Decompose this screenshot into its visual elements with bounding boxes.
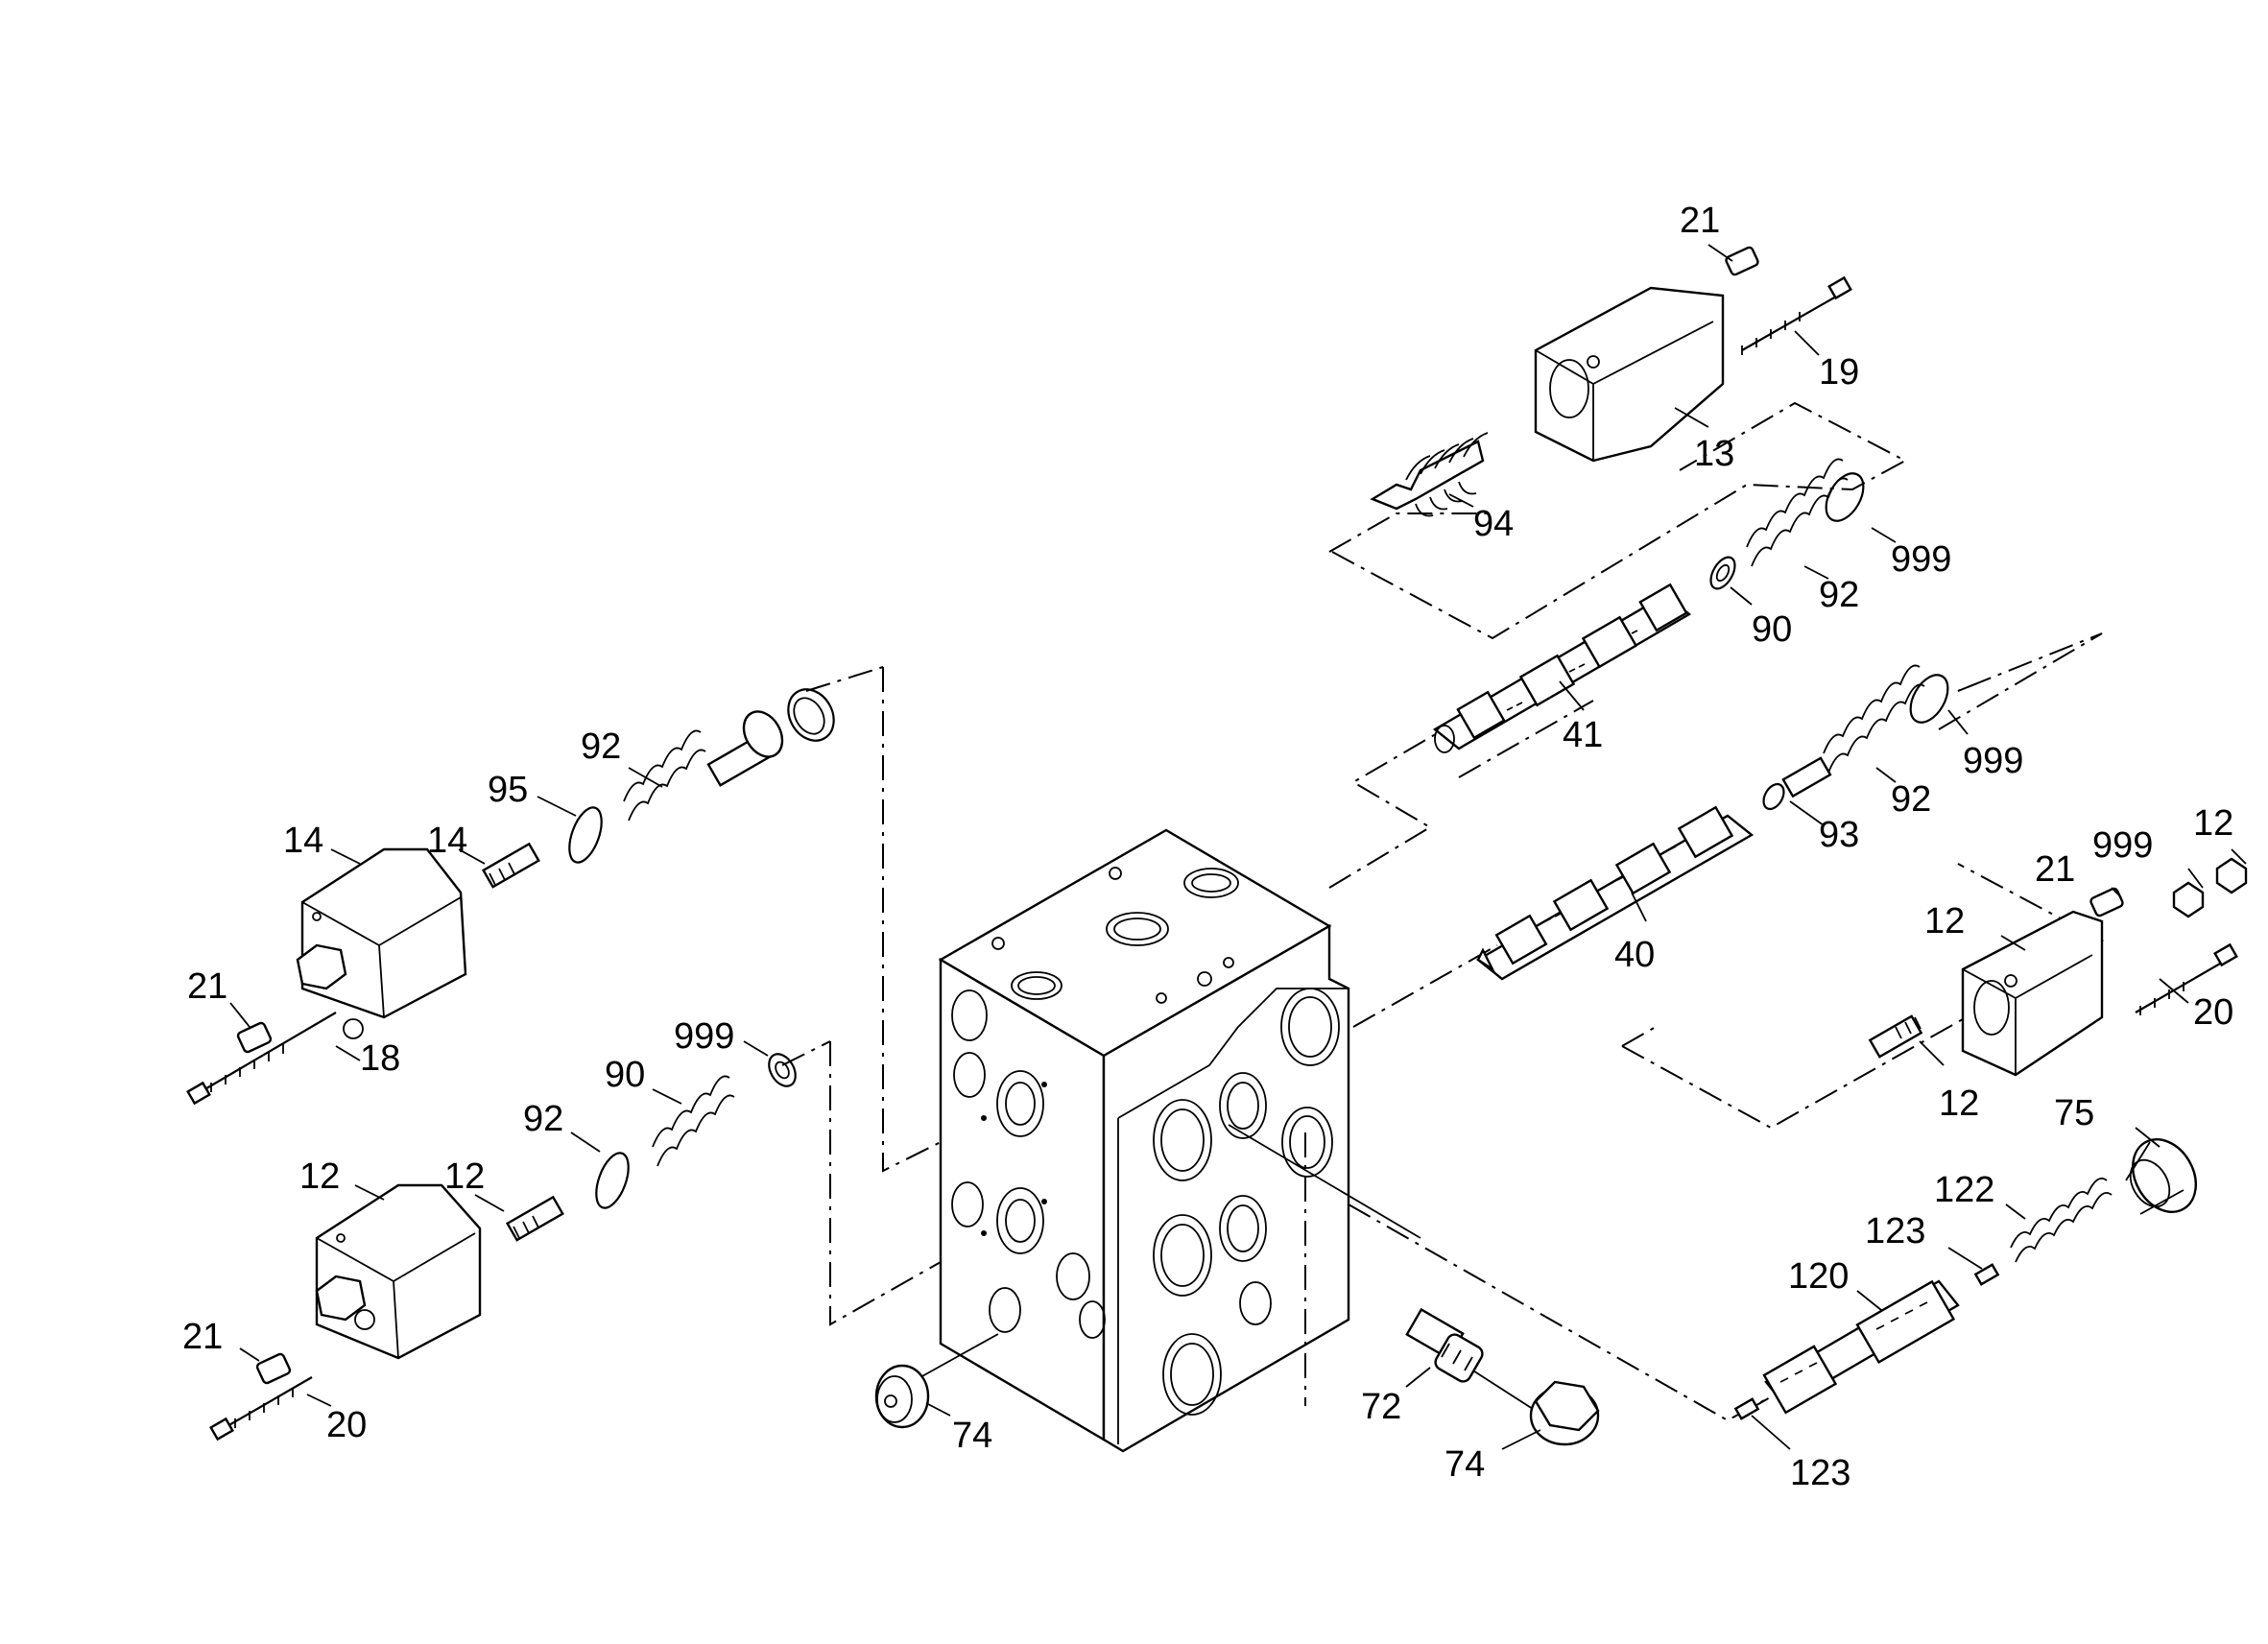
plug-21-top	[1725, 246, 1759, 276]
callout-21-left-upper: 21	[187, 966, 227, 1007]
callout-94: 94	[1473, 504, 1514, 544]
callout-20-left: 20	[326, 1405, 367, 1445]
callout-14-cover: 14	[283, 821, 323, 861]
callout-123-lower: 123	[1790, 1453, 1850, 1493]
callout-122: 122	[1934, 1170, 1994, 1210]
spring-92-top	[1746, 458, 1849, 567]
retaining-ring-95	[568, 806, 603, 864]
stud-12-right	[1868, 1014, 1923, 1059]
spring-122	[2010, 1177, 2113, 1263]
screw-18	[186, 1012, 337, 1106]
sleeve-93	[1762, 756, 1832, 811]
spring-seat-94	[1370, 432, 1489, 517]
callout-999-mid: 999	[1963, 741, 2023, 781]
callout-75: 75	[2054, 1093, 2094, 1133]
plug-21-left-lower	[255, 1352, 292, 1385]
callout-92-mid: 92	[1891, 779, 1931, 820]
washer-999-right	[2172, 881, 2205, 918]
callout-12-right-cover: 12	[1924, 901, 1965, 941]
screw-20-right	[2135, 942, 2238, 1015]
cover-12-left	[315, 1183, 482, 1360]
callout-74-left: 74	[952, 1416, 992, 1456]
spring-92-left-upper	[623, 729, 706, 822]
leader-lines	[229, 244, 2247, 1450]
callout-74-right: 74	[1444, 1444, 1485, 1485]
callout-95: 95	[488, 770, 528, 810]
washer-999-left-lower	[768, 1053, 797, 1087]
spring-92-mid	[1823, 664, 1925, 774]
callout-999-top: 999	[1891, 539, 1951, 580]
callout-72: 72	[1361, 1387, 1401, 1427]
washer-90-top	[1709, 556, 1736, 590]
callout-40: 40	[1614, 935, 1655, 975]
callout-120: 120	[1788, 1256, 1849, 1297]
callout-18: 18	[360, 1038, 400, 1079]
plug-21-right	[2089, 887, 2124, 917]
plug-21-left-upper	[236, 1021, 273, 1054]
stud-12-left	[505, 1195, 564, 1242]
callout-93: 93	[1819, 815, 1859, 855]
callout-12-right-stud: 12	[1939, 1084, 1979, 1124]
screw-123-lower	[1733, 1397, 1760, 1420]
screw-19	[1741, 275, 1852, 355]
valve-insert-72	[1405, 1307, 1484, 1383]
spring-90-left-lower	[652, 1075, 735, 1167]
callout-21-right: 21	[2035, 849, 2075, 890]
callout-13: 13	[1694, 434, 1734, 474]
spool-41	[1432, 583, 1692, 753]
valve-block-housing	[938, 828, 1350, 1453]
callout-14-stud: 14	[427, 821, 467, 861]
plug-74-left	[874, 1364, 930, 1429]
cover-14	[296, 847, 467, 1039]
callout-19: 19	[1819, 352, 1859, 393]
screw-123-upper	[1973, 1263, 2000, 1286]
nut-12-right	[2215, 857, 2248, 894]
callout-92-top: 92	[1819, 575, 1859, 615]
callout-123-upper: 123	[1865, 1211, 1925, 1251]
callout-12-right-nut: 12	[2193, 803, 2233, 844]
callout-labels: 21 19 13 94 999 92 90 41 999 92 93 40 12…	[182, 201, 2233, 1493]
stud-14	[481, 842, 540, 889]
callout-12-left-cover: 12	[299, 1156, 340, 1197]
ring-left-upper	[787, 688, 835, 742]
callout-999-right: 999	[2092, 825, 2153, 866]
plug-74-right	[1529, 1380, 1600, 1446]
spool-40	[1475, 805, 1755, 981]
callout-21-top: 21	[1680, 201, 1720, 241]
callout-999-left-lower: 999	[674, 1016, 734, 1057]
callout-92-left-upper: 92	[581, 727, 621, 767]
screw-20-left	[209, 1376, 313, 1441]
callout-21-left-lower: 21	[182, 1317, 223, 1357]
callout-90-top: 90	[1752, 609, 1792, 650]
o-ring-999-top	[1825, 472, 1865, 522]
callout-92-left-lower: 92	[523, 1099, 563, 1139]
cap-75	[2125, 1138, 2197, 1215]
assembly-guide-lines	[781, 401, 2105, 1422]
piston-left-upper	[706, 710, 784, 787]
callout-41: 41	[1563, 715, 1603, 755]
o-ring-999-mid	[1909, 674, 1949, 724]
callout-12-left-stud: 12	[444, 1156, 485, 1197]
callout-90-left-lower: 90	[605, 1055, 645, 1095]
piston-120	[1762, 1279, 1960, 1415]
cover-12-right	[1961, 910, 2104, 1077]
callout-20-right: 20	[2193, 992, 2233, 1033]
retaining-ring-92-left-lower	[595, 1152, 630, 1209]
